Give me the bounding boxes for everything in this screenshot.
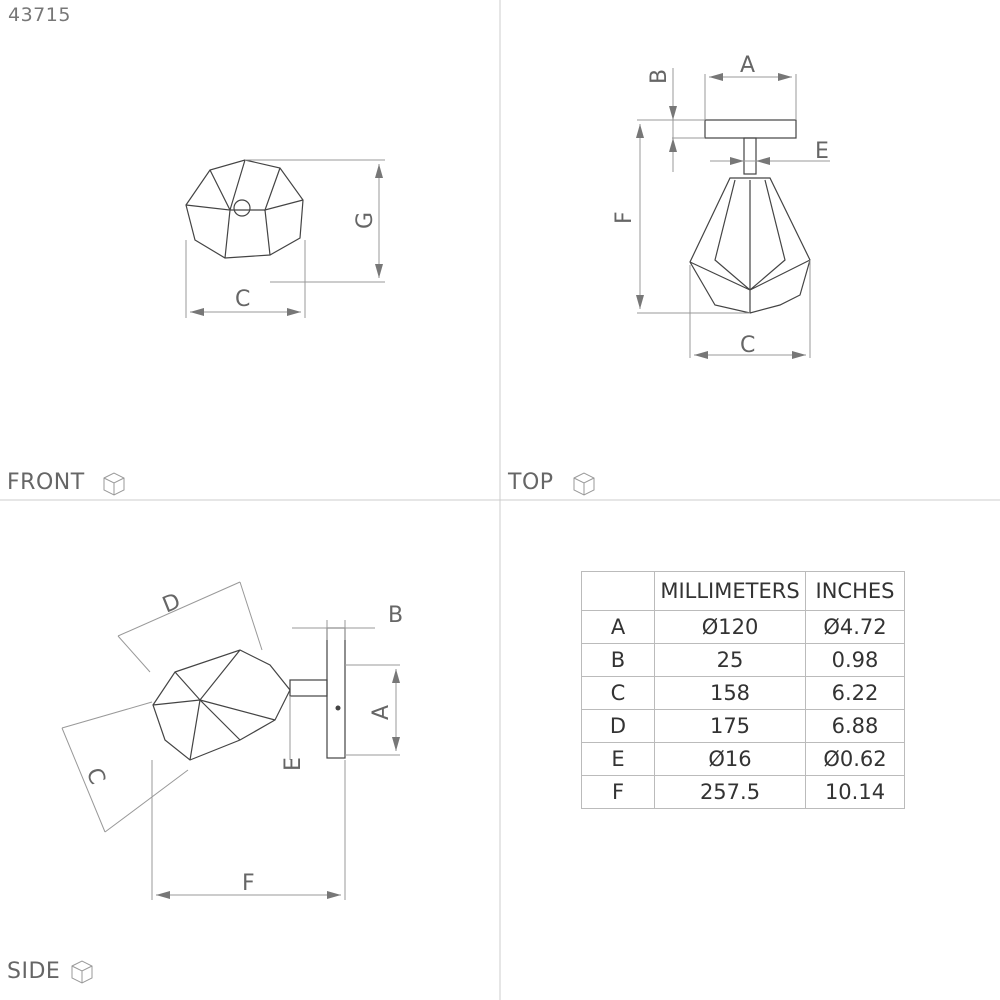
row-in: Ø4.72 (805, 610, 905, 644)
top-view-drawing: A B E F C (612, 53, 830, 359)
row-mm: Ø16 (654, 742, 806, 776)
dim-label-d: D (159, 589, 184, 619)
dim-label-f: F (612, 211, 637, 224)
row-key: C (581, 676, 655, 710)
row-key: A (581, 610, 655, 644)
side-view-drawing: B A E D C F (61, 581, 403, 900)
header-millimeters: MILLIMETERS (654, 571, 806, 611)
dim-label-b: B (647, 69, 672, 84)
row-key: B (581, 643, 655, 677)
header-blank (581, 571, 655, 611)
dim-label-e-side: E (281, 757, 306, 771)
dim-label-a-side: A (369, 705, 394, 720)
dim-label-g: G (353, 212, 378, 229)
row-mm: 175 (654, 709, 806, 743)
front-cube-icon (103, 472, 125, 496)
row-mm: 257.5 (654, 775, 806, 809)
top-cube-icon (573, 472, 595, 496)
dim-label-a: A (740, 53, 755, 78)
row-key: D (581, 709, 655, 743)
row-mm: 158 (654, 676, 806, 710)
row-mm: Ø120 (654, 610, 806, 644)
row-in: Ø0.62 (805, 742, 905, 776)
row-in: 6.22 (805, 676, 905, 710)
product-code: 43715 (8, 4, 71, 26)
front-view-label: FRONT (7, 470, 85, 495)
side-cube-icon (71, 960, 93, 984)
front-view-drawing: C G (185, 159, 385, 318)
row-key: E (581, 742, 655, 776)
dim-label-b-side: B (388, 603, 403, 628)
dim-label-c-top: C (740, 333, 755, 358)
row-key: F (581, 775, 655, 809)
row-in: 0.98 (805, 643, 905, 677)
row-in: 6.88 (805, 709, 905, 743)
dim-label-e: E (815, 139, 829, 164)
dim-label-c: C (235, 287, 250, 312)
top-view-label: TOP (508, 470, 554, 495)
row-mm: 25 (654, 643, 806, 677)
dim-label-f-side: F (242, 871, 255, 896)
table-header-row: MILLIMETERS INCHES (581, 571, 905, 611)
header-inches: INCHES (805, 571, 905, 611)
dim-label-c-side: C (81, 765, 110, 789)
row-in: 10.14 (805, 775, 905, 809)
side-view-label: SIDE (7, 959, 61, 984)
